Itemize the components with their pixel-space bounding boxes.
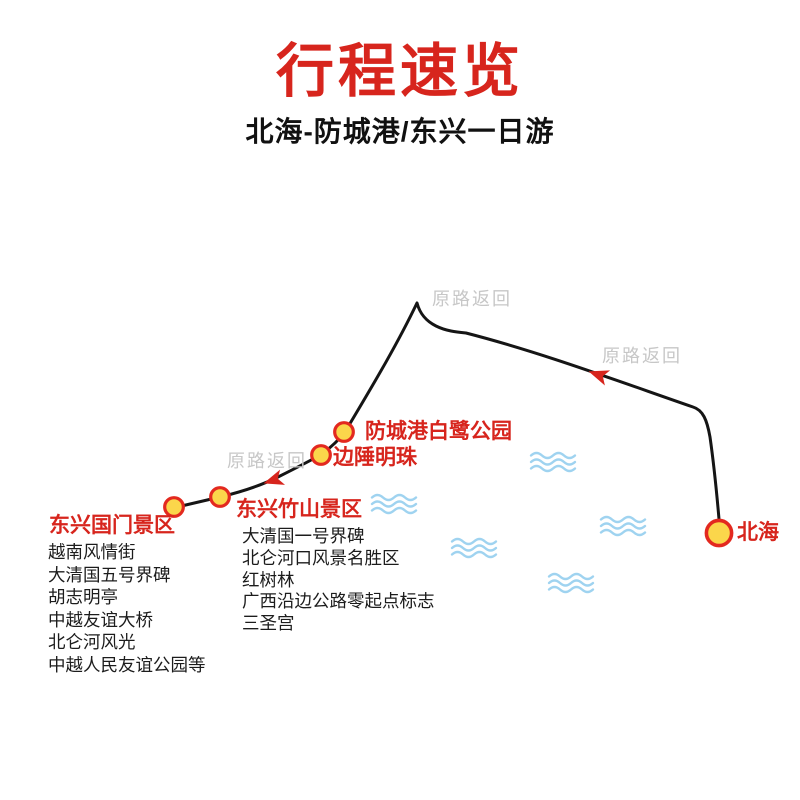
attraction-item: 中越人民友谊公园等 — [48, 654, 206, 675]
attraction-item: 大清国一号界碑 — [242, 526, 365, 546]
return-route-label: 原路返回 — [432, 289, 512, 309]
stop-label-bailu-park: 防城港白鹭公园 — [365, 420, 512, 443]
wave-icon — [370, 493, 418, 515]
route-arrow-icon — [263, 469, 286, 485]
return-route-label: 原路返回 — [227, 451, 307, 471]
stop-label-bianchui: 边陲明珠 — [333, 446, 417, 469]
attraction-item: 北仑河口风景名胜区 — [242, 547, 400, 568]
zhushan-attraction-list: 大清国一号界碑 北仑河口风景名胜区 红树林 广西沿边公路零起点标志 三圣宫 — [242, 526, 435, 635]
guomen-attraction-list: 越南风情街 大清国五号界碑 胡志明亭 中越友谊大桥 北仑河风光 中越人民友谊公园… — [48, 541, 206, 677]
stop-marker-beihai — [704, 518, 734, 548]
wave-icon — [599, 515, 647, 537]
route-path — [171, 301, 721, 521]
stop-marker-guomen — [163, 496, 185, 518]
attraction-item: 越南风情街 — [48, 542, 136, 562]
attraction-item: 三圣宫 — [242, 613, 295, 634]
page-title: 行程速览 — [275, 39, 524, 104]
page-subtitle: 北海-防城港/东兴一日游 — [245, 116, 555, 147]
attraction-item: 大清国五号界碑 — [48, 564, 171, 585]
stop-marker-bailu — [333, 421, 355, 443]
attraction-item: 中越友谊大桥 — [48, 609, 153, 630]
route-arrow-icon — [588, 370, 611, 386]
wave-icon — [529, 451, 577, 473]
attraction-item: 胡志明亭 — [48, 587, 118, 608]
stop-label-zhushan: 东兴竹山景区 — [236, 498, 362, 521]
attraction-item: 广西沿边公路零起点标志 — [242, 591, 435, 612]
attraction-item: 红树林 — [242, 569, 295, 590]
stop-label-beihai: 北海 — [737, 521, 779, 544]
stop-marker-bianchui — [310, 444, 332, 466]
attraction-item: 北仑河风光 — [48, 632, 136, 653]
wave-icon — [547, 572, 595, 594]
wave-icon — [450, 537, 498, 559]
stop-marker-zhushan — [209, 486, 231, 508]
stop-label-guomen: 东兴国门景区 — [49, 514, 175, 537]
return-route-label: 原路返回 — [602, 346, 682, 366]
